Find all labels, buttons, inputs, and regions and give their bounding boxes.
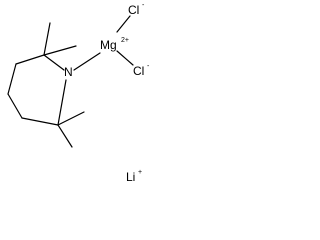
bond-mg-cl-right [116,50,134,66]
chloride-top-symbol: Cl [128,3,139,17]
bond-c2-methyl-up [43,22,51,56]
bond-c6-n [57,79,67,126]
atom-chloride-right: Cl - [133,63,150,78]
magnesium-charge: 2+ [121,37,129,44]
bond-c3-c4 [7,63,17,95]
bond-c5-c6 [21,117,59,126]
bond-c2-c3 [15,54,45,65]
atom-chloride-top: Cl - [128,2,145,17]
atom-nitrogen: N [64,65,73,79]
lithium-symbol: Li [126,170,135,184]
bond-n-c2 [43,54,65,71]
nitrogen-symbol: N [64,65,73,79]
bond-c6-methyl-right [57,111,85,126]
atom-magnesium: Mg 2+ [100,37,129,52]
bond-lines [7,15,134,148]
chloride-right-charge: - [147,63,150,70]
bond-c6-methyl-down [57,124,73,148]
bond-c2-methyl-right [43,45,77,56]
lithium-charge: + [138,169,142,176]
atom-lithium: Li + [126,169,142,184]
chloride-right-symbol: Cl [133,64,144,78]
chloride-top-charge: - [142,2,145,9]
bond-c4-c5 [7,93,23,119]
bond-mg-cl-top [116,15,131,33]
structure-diagram: N Mg 2+ Cl - Cl - Li + [7,2,150,184]
magnesium-symbol: Mg [100,38,117,52]
bond-n-mg [73,52,101,71]
